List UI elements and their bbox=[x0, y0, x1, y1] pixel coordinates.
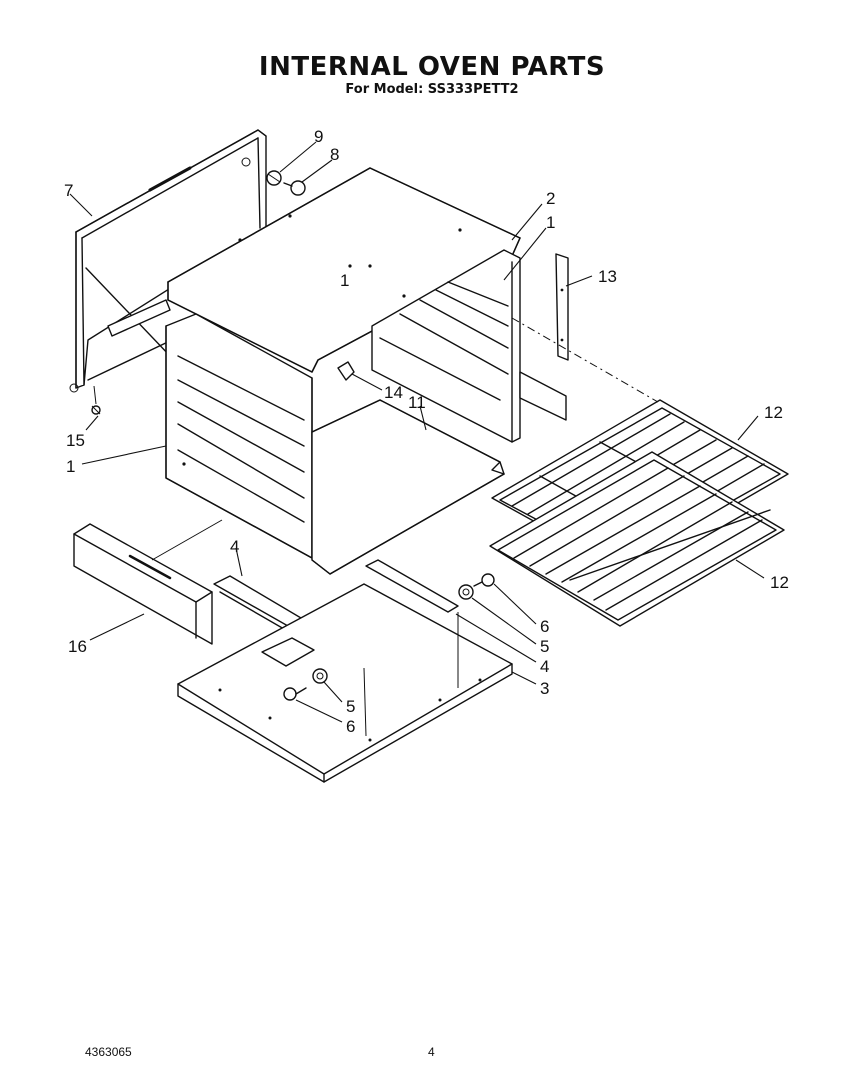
callout-5-right: 5 bbox=[540, 637, 549, 656]
callout-4-left: 4 bbox=[230, 537, 239, 556]
page-number: 4 bbox=[428, 1045, 435, 1059]
part-6-screw-right bbox=[473, 573, 495, 587]
callout-5-left: 5 bbox=[346, 697, 355, 716]
callout-15: 15 bbox=[66, 431, 85, 450]
part-3-drawer-pan bbox=[177, 583, 513, 783]
part-6-screw-left bbox=[283, 687, 307, 701]
callout-16: 16 bbox=[68, 637, 87, 656]
callout-14: 14 bbox=[384, 383, 403, 402]
callout-6-left: 6 bbox=[346, 717, 355, 736]
part-1-left-side-panel bbox=[107, 299, 313, 559]
model-subtitle: For Model: SS333PETT2 bbox=[345, 82, 519, 97]
callout-12-upper: 12 bbox=[764, 403, 783, 422]
part-13-side-strip bbox=[555, 253, 569, 361]
callout-7: 7 bbox=[64, 181, 73, 200]
callout-11: 11 bbox=[408, 393, 426, 412]
callout-13: 13 bbox=[598, 267, 617, 286]
callout-8: 8 bbox=[330, 145, 339, 164]
assembly-lines bbox=[93, 317, 659, 737]
part-16-front-trim bbox=[73, 523, 213, 645]
callout-2: 2 bbox=[546, 189, 555, 208]
callout-1-left: 1 bbox=[66, 457, 75, 476]
callout-3: 3 bbox=[540, 679, 549, 698]
part-5-roller-right bbox=[458, 584, 474, 600]
part-15-screw bbox=[91, 405, 101, 415]
document-number: 4363065 bbox=[85, 1045, 132, 1059]
part-11-oven-bottom bbox=[311, 399, 505, 575]
part-7-back-panel bbox=[69, 129, 267, 393]
leader-lines bbox=[69, 141, 765, 723]
callout-1-roof: 1 bbox=[340, 271, 349, 290]
part-5-roller-left bbox=[312, 668, 328, 684]
part-9-lamp-socket bbox=[266, 170, 282, 186]
callout-6-right: 6 bbox=[540, 617, 549, 636]
part-14-clip bbox=[337, 361, 355, 381]
part-1-right-side-panel bbox=[371, 249, 567, 443]
page-title: INTERNAL OVEN PARTS bbox=[258, 52, 606, 82]
callout-4-right: 4 bbox=[540, 657, 549, 676]
part-8-light-bulb bbox=[283, 180, 306, 196]
callout-9: 9 bbox=[314, 127, 323, 146]
callout-1-right: 1 bbox=[546, 213, 555, 232]
callout-12-lower: 12 bbox=[770, 573, 789, 592]
part-4-right-rail bbox=[365, 559, 459, 613]
part-12-oven-rack-lower bbox=[489, 451, 785, 627]
